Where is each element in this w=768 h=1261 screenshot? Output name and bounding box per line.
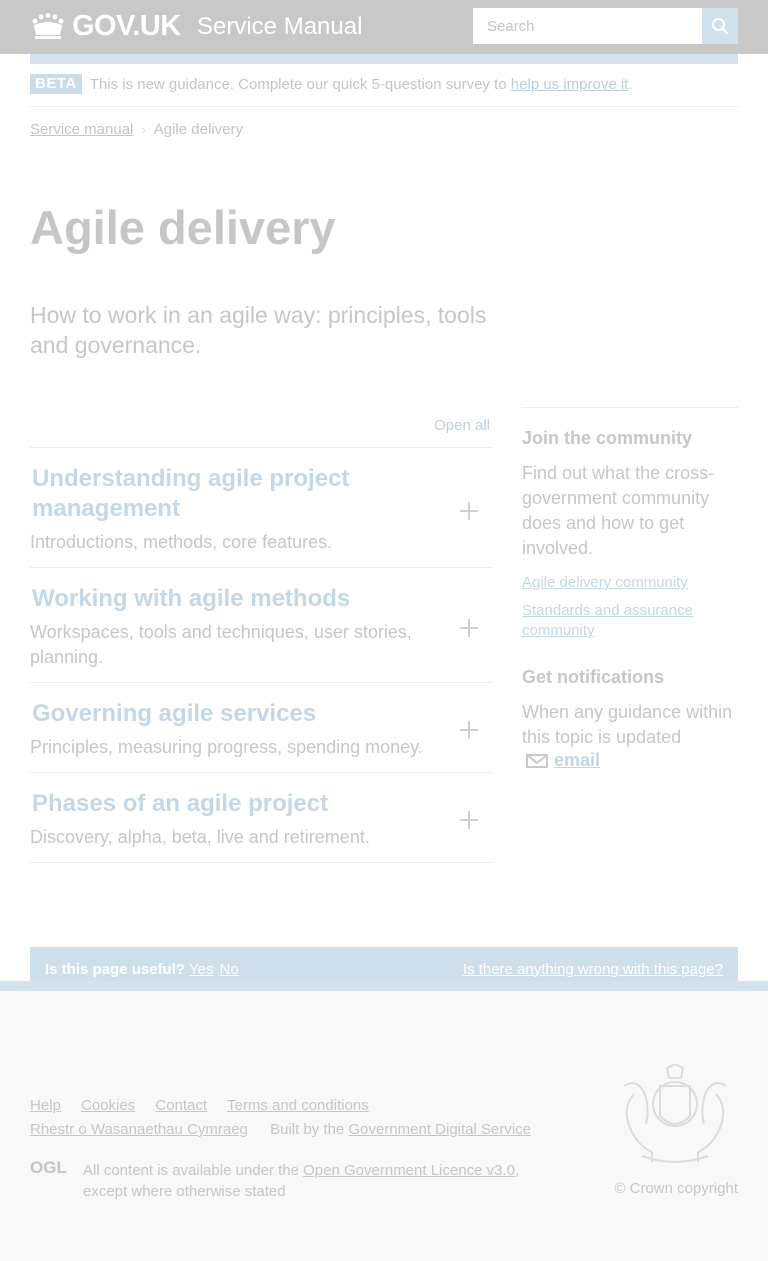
plus-icon[interactable] [460, 811, 478, 829]
accordion-section-title[interactable]: Understanding agile project management [32, 465, 350, 522]
built-by-text: Built by the [270, 1121, 349, 1138]
search-input[interactable] [473, 8, 702, 44]
agile-community-link[interactable]: Agile delivery community [522, 574, 688, 591]
accordion-section-summary: Introductions, methods, core features. [30, 532, 333, 552]
plus-icon[interactable] [460, 502, 478, 520]
open-all-button[interactable]: Open all [434, 417, 490, 434]
feedback-yes[interactable]: Yes [189, 960, 214, 978]
crown-icon [32, 13, 64, 39]
chevron-right-icon: › [141, 122, 146, 137]
ogl-logo-icon[interactable]: OGL [30, 1158, 72, 1176]
govuk-logo[interactable]: GOV.UK [30, 10, 181, 42]
footer-links: Help Cookies Contact Terms and condition… [30, 1097, 385, 1114]
footer-cookies-link[interactable]: Cookies [81, 1097, 136, 1114]
breadcrumb: Service manual › Agile delivery [30, 121, 243, 138]
svg-text:OGL: OGL [30, 1158, 67, 1176]
crown-copyright: © Crown copyright [614, 1180, 738, 1197]
related-sidebar: Join the community Find out what the cro… [522, 407, 738, 771]
service-name-link[interactable]: Service Manual [197, 13, 363, 40]
search-icon [712, 18, 729, 35]
email-subscribe[interactable]: email [522, 750, 738, 771]
accordion-section[interactable]: Phases of an agile project Discovery, al… [30, 772, 492, 863]
notifications-heading: Get notifications [522, 667, 665, 687]
logo-text: GOV.UK [72, 9, 181, 42]
envelope-icon [526, 753, 548, 768]
accordion-section-summary: Principles, measuring progress, spending… [30, 737, 423, 757]
accordion-section-title[interactable]: Governing agile services [32, 700, 317, 727]
plus-icon[interactable] [460, 721, 478, 739]
search-button[interactable] [702, 8, 738, 44]
feedback-no[interactable]: No [219, 960, 239, 978]
header-accent-bar [30, 54, 738, 64]
beta-tag: BETA [30, 74, 82, 94]
survey-link[interactable]: help us improve it [510, 76, 629, 93]
royal-coat-of-arms-icon [623, 1064, 727, 1163]
accordion-section[interactable]: Understanding agile project management I… [30, 447, 492, 567]
community-heading: Join the community [522, 428, 693, 448]
beta-banner: BETA This is new guidance. Complete our … [30, 74, 738, 107]
site-header: GOV.UK Service Manual [0, 0, 768, 54]
page-title: Agile delivery [30, 201, 336, 254]
accordion-section-summary: Workspaces, tools and techniques, user s… [30, 622, 412, 667]
breadcrumb-current: Agile delivery [153, 121, 243, 138]
standards-community-link[interactable]: Standards and assurance community [522, 602, 693, 639]
community-text: Find out what the cross-government commu… [522, 463, 715, 558]
report-problem-link[interactable]: Is there anything wrong with this page? [462, 960, 723, 978]
email-link[interactable]: email [554, 750, 601, 770]
gds-link[interactable]: Government Digital Service [348, 1121, 532, 1138]
topic-accordion: Understanding agile project management I… [30, 447, 492, 863]
site-footer: Help Cookies Contact Terms and condition… [0, 991, 768, 1261]
licence-text: All content is available under the Open … [83, 1162, 520, 1200]
footer-secondary: Rhestr o Wasanaethau Cymraeg Built by th… [30, 1121, 531, 1138]
plus-icon[interactable] [460, 619, 478, 637]
notifications-text: When any guidance within this topic is u… [522, 702, 733, 747]
accordion-section-title[interactable]: Phases of an agile project [32, 790, 329, 817]
accordion-section[interactable]: Working with agile methods Workspaces, t… [30, 567, 492, 682]
footer-welsh-link[interactable]: Rhestr o Wasanaethau Cymraeg [30, 1121, 248, 1138]
accordion-section[interactable]: Governing agile services Principles, mea… [30, 682, 492, 772]
accordion-section-summary: Discovery, alpha, beta, live and retirem… [30, 827, 370, 847]
page-lead: How to work in an agile way: principles,… [30, 302, 487, 358]
feedback-question: Is this page useful? [45, 960, 186, 978]
breadcrumb-service-manual[interactable]: Service manual [30, 121, 134, 138]
footer-contact-link[interactable]: Contact [155, 1097, 208, 1114]
footer-terms-link[interactable]: Terms and conditions [227, 1097, 369, 1114]
accordion-section-title[interactable]: Working with agile methods [32, 585, 351, 612]
footer-help-link[interactable]: Help [30, 1097, 61, 1114]
beta-text: This is new guidance. Complete our quick… [89, 76, 633, 93]
footer-accent-bar [0, 981, 768, 991]
ogl-licence-link[interactable]: Open Government Licence v3.0 [303, 1162, 515, 1179]
